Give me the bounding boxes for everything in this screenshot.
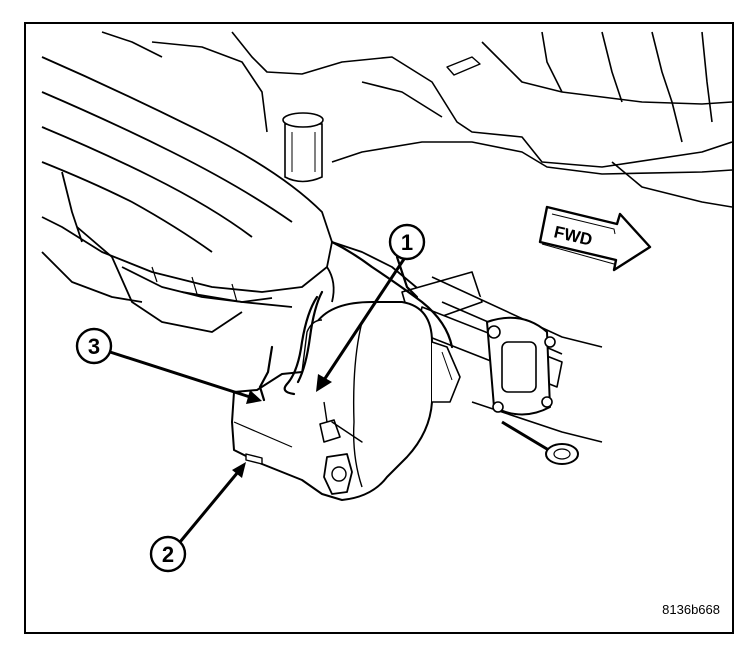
filler-neck bbox=[282, 112, 324, 183]
washer-reservoir bbox=[231, 301, 461, 501]
cowl-structure bbox=[101, 31, 732, 208]
callout-3-label: 3 bbox=[88, 334, 100, 359]
callout-2-label: 2 bbox=[162, 542, 174, 567]
figure-code: 8136b668 bbox=[662, 602, 720, 617]
fender bbox=[41, 56, 423, 333]
fwd-arrow: FWD bbox=[538, 205, 652, 272]
callout-1-label: 1 bbox=[401, 230, 413, 255]
callout-2: 2 bbox=[149, 462, 246, 573]
callout-3: 3 bbox=[75, 327, 262, 404]
frame-rail bbox=[401, 271, 603, 465]
diagram-frame: FWD 1 3 2 8136b668 bbox=[24, 22, 734, 634]
callout-1: 1 bbox=[316, 223, 426, 392]
washer-reservoir-illustration: FWD 1 3 2 8136b668 bbox=[41, 31, 732, 617]
